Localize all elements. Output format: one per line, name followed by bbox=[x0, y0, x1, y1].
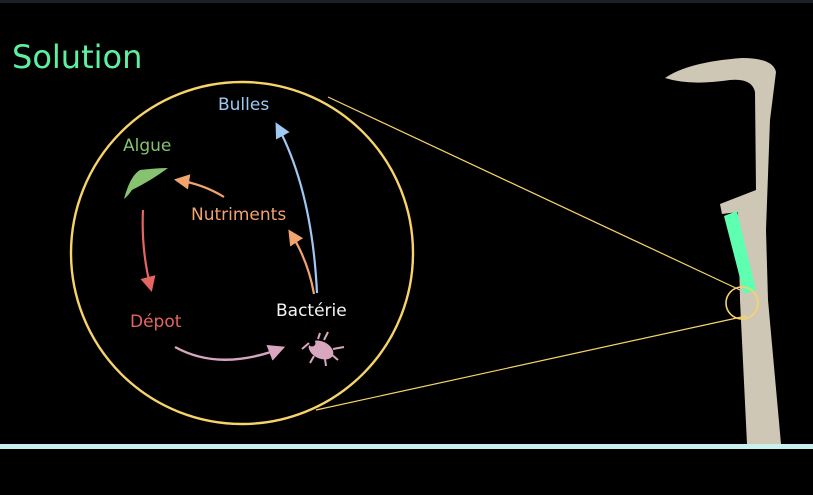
magnifier-line-top bbox=[327, 96, 741, 291]
ground-line bbox=[0, 444, 813, 449]
magnifier-target-circle bbox=[725, 286, 759, 320]
magnifier-circle bbox=[69, 80, 415, 426]
label-bulles: Bulles bbox=[218, 95, 270, 115]
arrow-nutriments-to-algue bbox=[173, 174, 225, 198]
arrow-bacterie-to-nutriments bbox=[288, 229, 316, 295]
label-depot: Dépot bbox=[130, 312, 182, 332]
bacterium-icon bbox=[301, 331, 345, 367]
arrow-depot-to-bacterie bbox=[174, 345, 286, 361]
algae-icon bbox=[124, 168, 168, 199]
arrow-bacterie-to-bulles bbox=[275, 122, 319, 294]
street-lamp-post bbox=[665, 58, 781, 444]
label-nutriments: Nutriments bbox=[191, 205, 287, 225]
label-bacterie: Bactérie bbox=[276, 301, 347, 321]
label-algue: Algue bbox=[123, 136, 172, 156]
page-title: Solution bbox=[12, 38, 143, 76]
top-border bbox=[0, 0, 813, 3]
arrow-algue-to-depot bbox=[140, 209, 156, 292]
lamp-light-tube bbox=[724, 211, 756, 294]
magnifier-line-bottom bbox=[315, 315, 747, 411]
